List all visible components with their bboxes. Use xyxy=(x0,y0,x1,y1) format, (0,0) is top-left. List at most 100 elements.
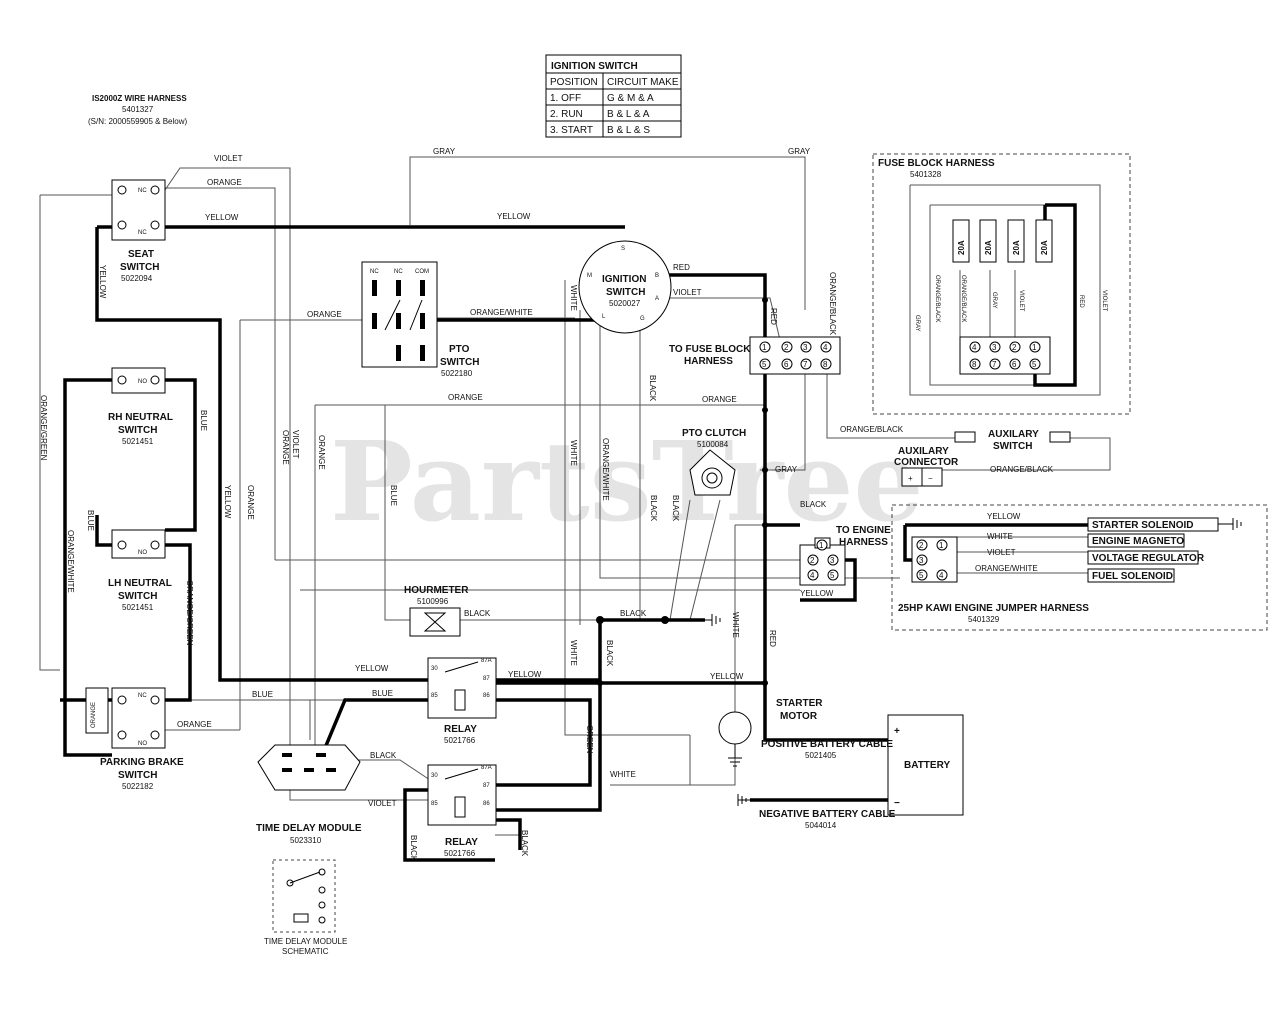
fuse-block-part: 5401328 xyxy=(910,170,942,179)
svg-text:6: 6 xyxy=(1012,360,1017,369)
svg-text:GREEN: GREEN xyxy=(585,725,594,754)
neg-cable-label: NEGATIVE BATTERY CABLE xyxy=(759,809,896,820)
neg-ground-symbol xyxy=(737,794,750,806)
svg-text:RED: RED xyxy=(769,308,778,325)
ignition-table-col2: CIRCUIT MAKE xyxy=(607,77,679,88)
svg-text:ORANGE/BLACK: ORANGE/BLACK xyxy=(960,275,966,322)
svg-text:L: L xyxy=(602,314,606,320)
svg-text:1: 1 xyxy=(939,541,944,550)
svg-text:4: 4 xyxy=(972,343,977,352)
svg-text:ORANGE: ORANGE xyxy=(246,485,255,520)
svg-text:85: 85 xyxy=(431,693,438,699)
svg-text:87: 87 xyxy=(483,676,490,682)
svg-text:5: 5 xyxy=(1032,360,1037,369)
svg-text:NC: NC xyxy=(138,188,147,194)
svg-text:1: 1 xyxy=(819,541,824,550)
fuse-block-harness: FUSE BLOCK HARNESS 5401328 20A 20A 20A 2… xyxy=(872,153,1131,415)
engine-item-starter-solenoid: STARTER SOLENOID xyxy=(1092,520,1193,531)
svg-text:GRAY: GRAY xyxy=(788,147,811,156)
svg-text:VIOLET: VIOLET xyxy=(1018,290,1024,312)
ignition-switch-part: 5020027 xyxy=(609,299,641,308)
svg-text:GRAY: GRAY xyxy=(991,292,997,309)
svg-text:ORANGE/BLACK: ORANGE/BLACK xyxy=(840,425,904,434)
engine-item-magneto: ENGINE MAGNETO xyxy=(1092,536,1184,547)
svg-text:NC: NC xyxy=(370,269,379,275)
relay-2-label: RELAY xyxy=(445,837,478,848)
engine-jumper-title: 25HP KAWI ENGINE JUMPER HARNESS xyxy=(898,603,1089,614)
svg-text:1: 1 xyxy=(762,343,767,352)
svg-text:85: 85 xyxy=(431,801,438,807)
aux-switch-label1: AUXILARY xyxy=(988,429,1039,440)
svg-text:ORANGE: ORANGE xyxy=(307,310,342,319)
svg-text:G: G xyxy=(640,316,645,322)
svg-text:5: 5 xyxy=(762,360,767,369)
svg-text:ORANGE/BLACK: ORANGE/BLACK xyxy=(828,272,837,336)
svg-text:BLACK: BLACK xyxy=(520,830,529,857)
watermark: PartsTree xyxy=(330,417,924,546)
harness-part: 5401327 xyxy=(122,105,154,114)
starter-motor: STARTER MOTOR xyxy=(718,698,823,767)
svg-text:6: 6 xyxy=(784,360,789,369)
ignition-switch: S M B A L G IGNITION SWITCH 5020027 xyxy=(578,240,672,334)
svg-text:+: + xyxy=(908,474,913,483)
svg-text:NO: NO xyxy=(138,550,147,556)
pto-switch: NC NC COM PTO SWITCH 5022180 xyxy=(361,261,479,378)
pto-switch-label1: PTO xyxy=(449,344,470,355)
ground-symbol xyxy=(705,614,721,626)
ignition-row-3-pos: 3. START xyxy=(550,125,593,136)
aux-connector: + − AUXILARY CONNECTOR xyxy=(894,446,959,487)
svg-text:ORANGE: ORANGE xyxy=(317,435,326,470)
ignition-switch-label1: IGNITION xyxy=(602,274,646,285)
engine-item-fuel-solenoid: FUEL SOLENOID xyxy=(1092,571,1173,582)
svg-text:YELLOW: YELLOW xyxy=(800,589,834,598)
svg-text:A: A xyxy=(655,296,659,302)
seat-switch-label2: SWITCH xyxy=(120,262,159,273)
svg-text:YELLOW: YELLOW xyxy=(508,670,542,679)
svg-text:20A: 20A xyxy=(1040,240,1049,255)
svg-text:BLACK: BLACK xyxy=(800,500,827,509)
engine-jumper-harness: 2 1 3 5 4 STARTER SOLENOID ENGINE MAGNET… xyxy=(891,504,1268,631)
svg-text:WHITE: WHITE xyxy=(569,440,578,466)
svg-text:BLUE: BLUE xyxy=(86,510,95,531)
svg-text:+: + xyxy=(894,726,900,737)
heavy-wires xyxy=(60,203,1088,862)
svg-text:S: S xyxy=(621,246,625,252)
svg-text:BLACK: BLACK xyxy=(409,835,418,862)
svg-text:4: 4 xyxy=(939,571,944,580)
junctions xyxy=(596,297,768,686)
seat-switch: NC NC SEAT SWITCH 5022094 xyxy=(111,179,166,283)
parking-brake-label2: SWITCH xyxy=(118,770,157,781)
svg-text:BLUE: BLUE xyxy=(252,690,273,699)
neg-cable-part: 5044014 xyxy=(805,821,837,830)
svg-text:YELLOW: YELLOW xyxy=(98,265,107,299)
svg-text:VIOLET: VIOLET xyxy=(1101,290,1107,312)
parking-brake-part: 5022182 xyxy=(122,782,154,791)
svg-text:YELLOW: YELLOW xyxy=(710,672,744,681)
rh-neutral-label2: SWITCH xyxy=(118,425,157,436)
pos-cable-part: 5021405 xyxy=(805,751,837,760)
svg-text:RED: RED xyxy=(1078,295,1084,308)
svg-text:YELLOW: YELLOW xyxy=(223,485,232,519)
ignition-table: IGNITION SWITCH POSITION CIRCUIT MAKE 1.… xyxy=(545,54,682,138)
rh-neutral-part: 5021451 xyxy=(122,437,154,446)
svg-text:ORANGE/GREEN: ORANGE/GREEN xyxy=(39,395,48,461)
starter-motor-label1: STARTER xyxy=(776,698,823,709)
svg-text:RED: RED xyxy=(673,263,690,272)
parking-brake-switch: ORANGE NC NO PARKING BRAKE SWITCH 502218… xyxy=(85,687,184,791)
svg-text:ORANGE/WHITE: ORANGE/WHITE xyxy=(601,438,610,501)
svg-text:NO: NO xyxy=(138,379,147,385)
svg-text:7: 7 xyxy=(803,360,808,369)
fuse-connector-label2: HARNESS xyxy=(684,356,733,367)
lh-neutral-part: 5021451 xyxy=(122,603,154,612)
hourmeter-label: HOURMETER xyxy=(404,585,469,596)
svg-text:2: 2 xyxy=(784,343,789,352)
lh-neutral-label1: LH NEUTRAL xyxy=(108,578,172,589)
relay-2: 30 87A 87 85 86 RELAY 5021766 xyxy=(427,764,497,858)
svg-text:VIOLET: VIOLET xyxy=(368,799,397,808)
svg-text:RED: RED xyxy=(768,630,777,647)
svg-text:2: 2 xyxy=(1012,343,1017,352)
pto-clutch-label: PTO CLUTCH xyxy=(682,428,746,439)
fuse-connector-label1: TO FUSE BLOCK xyxy=(669,344,751,355)
seat-switch-label1: SEAT xyxy=(128,249,154,260)
